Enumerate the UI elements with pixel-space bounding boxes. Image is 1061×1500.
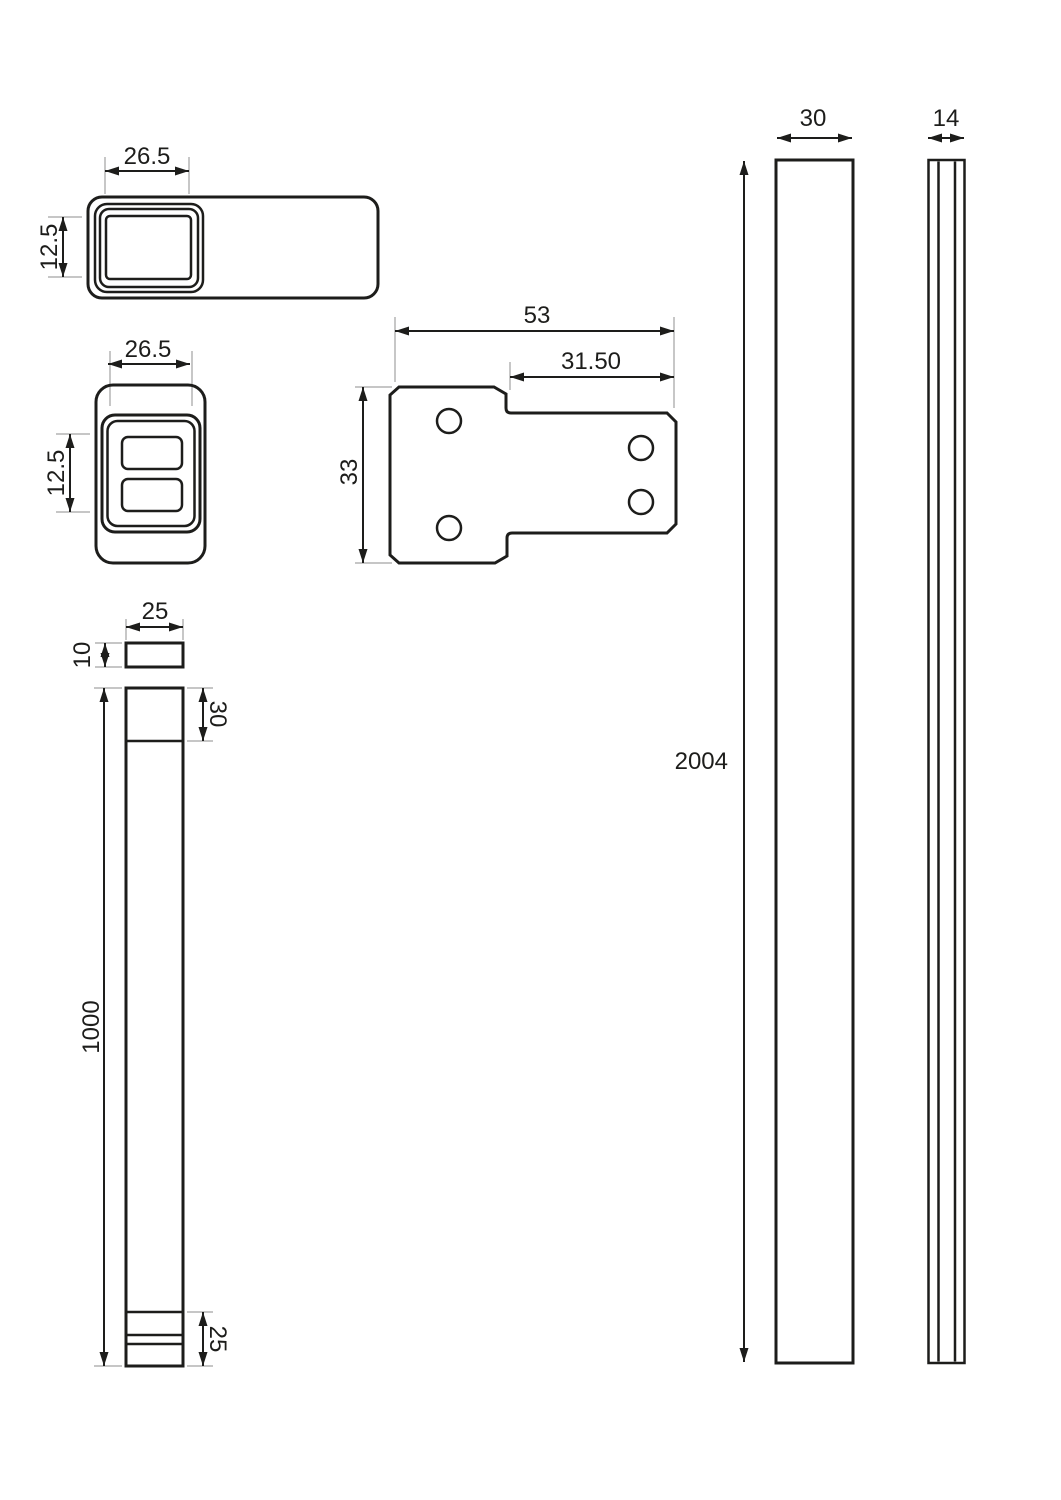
post-view: 30 1000 25: [78, 686, 231, 1368]
spacer-width-label: 25: [142, 598, 169, 625]
bracket-width-label: 53: [524, 302, 551, 329]
spacer-height-label: 10: [69, 642, 96, 669]
cap-front-body-outline: [94, 383, 207, 565]
cap-side-height-label: 12.5: [36, 224, 63, 271]
spacer-outline: [124, 641, 185, 669]
post-top-section-label: 30: [204, 701, 231, 728]
cap-side-body-outline: [86, 195, 380, 300]
bracket-hole: [627, 488, 655, 516]
profile-front-width-label: 30: [800, 105, 827, 132]
cap-front-ring-inner: [106, 419, 196, 528]
post-bottom-section-label: 25: [204, 1326, 231, 1353]
profile-side-view: 14: [927, 105, 966, 1365]
cap-side-socket: [104, 214, 193, 281]
bracket-tab-width-label: 31.50: [561, 348, 621, 375]
post-length-label: 1000: [78, 1000, 105, 1053]
cap-side-ring-outer: [93, 202, 205, 294]
cap-front-ring-outer: [100, 413, 202, 534]
bracket-outline: [388, 385, 678, 565]
bracket-height-label: 33: [336, 459, 363, 486]
post-outline: [124, 686, 185, 1368]
cap-front-slot-bottom: [120, 477, 184, 513]
spacer-view: 25 10: [69, 598, 185, 669]
profile-side-outline: [927, 158, 966, 1365]
profile-side-width-label: 14: [933, 105, 960, 132]
profile-front-view: 30 2004: [675, 105, 855, 1365]
profile-length-label: 2004: [675, 748, 728, 775]
bracket-hole: [435, 407, 463, 435]
bracket-hole: [627, 434, 655, 462]
cap-front-slot-top: [120, 435, 184, 471]
cap-front-width-label: 26.5: [125, 336, 172, 363]
cap-side-view: 26.5 12.5: [36, 143, 380, 300]
cap-side-width-label: 26.5: [124, 143, 171, 170]
profile-front-outline: [774, 158, 855, 1365]
cap-front-height-label: 12.5: [43, 450, 70, 497]
bracket-view: 53 31.50 33: [336, 302, 678, 565]
cap-side-ring-inner: [98, 207, 200, 289]
bracket-hole: [435, 514, 463, 542]
cap-front-view: 26.5 12.5: [43, 336, 207, 565]
